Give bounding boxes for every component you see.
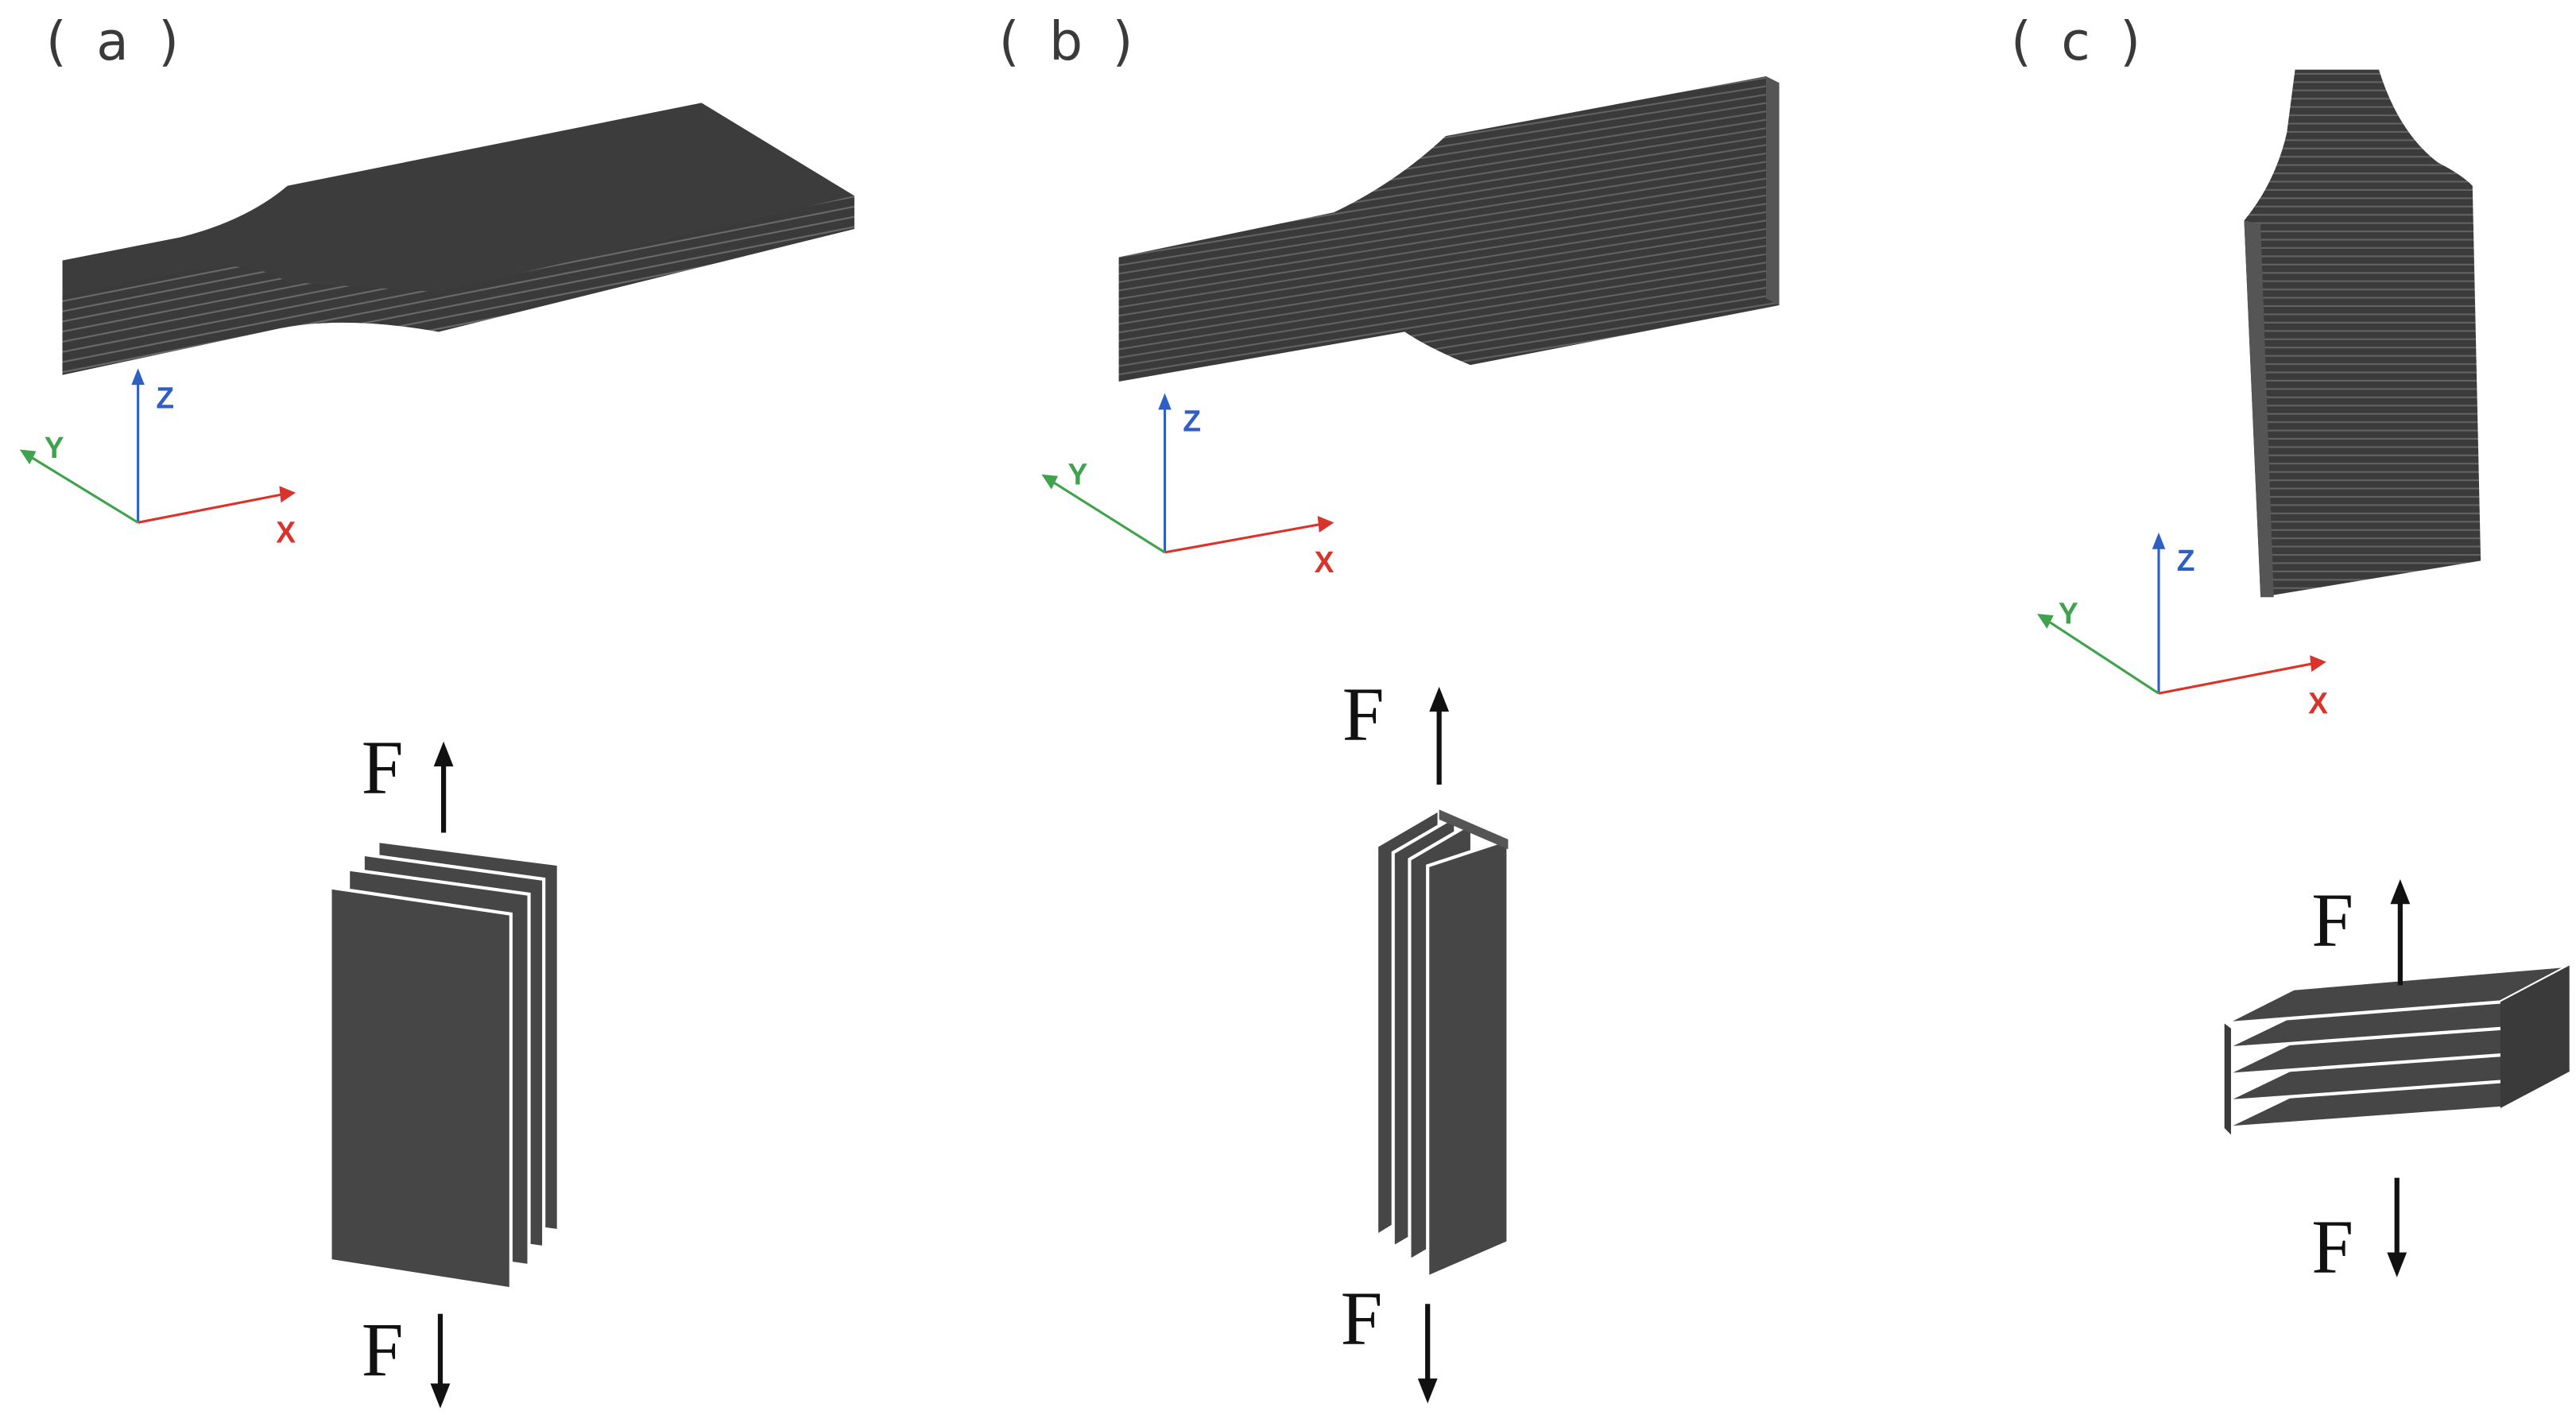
z-axis-label-b: Z xyxy=(1183,404,1201,437)
force-label-bottom-b: F xyxy=(1341,1276,1383,1361)
specimen-c xyxy=(2244,69,2481,598)
force-arrow-bottom-c xyxy=(2387,1177,2407,1277)
y-axis-label-c: Y xyxy=(2059,596,2078,630)
force-label-bottom-c: F xyxy=(2311,1204,2353,1289)
force-label-top-c: F xyxy=(2311,878,2353,963)
force-label-top-a: F xyxy=(362,725,404,810)
specimen-a xyxy=(62,103,854,375)
panel-b-label: ( b ) xyxy=(999,10,1140,72)
layer-stack-c xyxy=(2223,963,2570,1135)
x-axis-label-b: X xyxy=(1315,545,1334,579)
panel-b: ( b ) Z X Y F xyxy=(999,10,1780,1404)
force-label-top-b: F xyxy=(1342,672,1385,757)
force-arrow-bottom-a xyxy=(430,1313,451,1409)
layer-stack-a xyxy=(328,839,560,1291)
force-arrow-top-a xyxy=(433,741,454,833)
layer-stack-b xyxy=(1375,806,1510,1280)
y-axis-label-a: Y xyxy=(45,431,64,464)
force-arrow-bottom-b xyxy=(1417,1304,1438,1404)
z-axis-label-c: Z xyxy=(2177,544,2195,577)
panel-a: ( a ) Z X Y F xyxy=(19,10,854,1409)
axes-c: Z X Y xyxy=(2037,532,2328,719)
force-arrow-top-b xyxy=(1429,686,1450,785)
y-axis-label-b: Y xyxy=(1068,457,1088,490)
axes-b: Z X Y xyxy=(1041,393,1334,579)
z-axis-label-a: Z xyxy=(156,381,174,414)
panel-a-label: ( a ) xyxy=(46,10,186,72)
axes-a: Z X Y xyxy=(19,368,296,549)
x-axis-label-c: X xyxy=(2308,686,2328,719)
specimen-b xyxy=(1118,76,1780,382)
force-arrow-top-c xyxy=(2390,878,2411,986)
panel-c-label: ( c ) xyxy=(2011,10,2147,72)
force-label-bottom-a: F xyxy=(362,1308,404,1393)
x-axis-label-a: X xyxy=(276,515,296,549)
panel-c: ( c ) Z X Y F xyxy=(2011,10,2570,1289)
